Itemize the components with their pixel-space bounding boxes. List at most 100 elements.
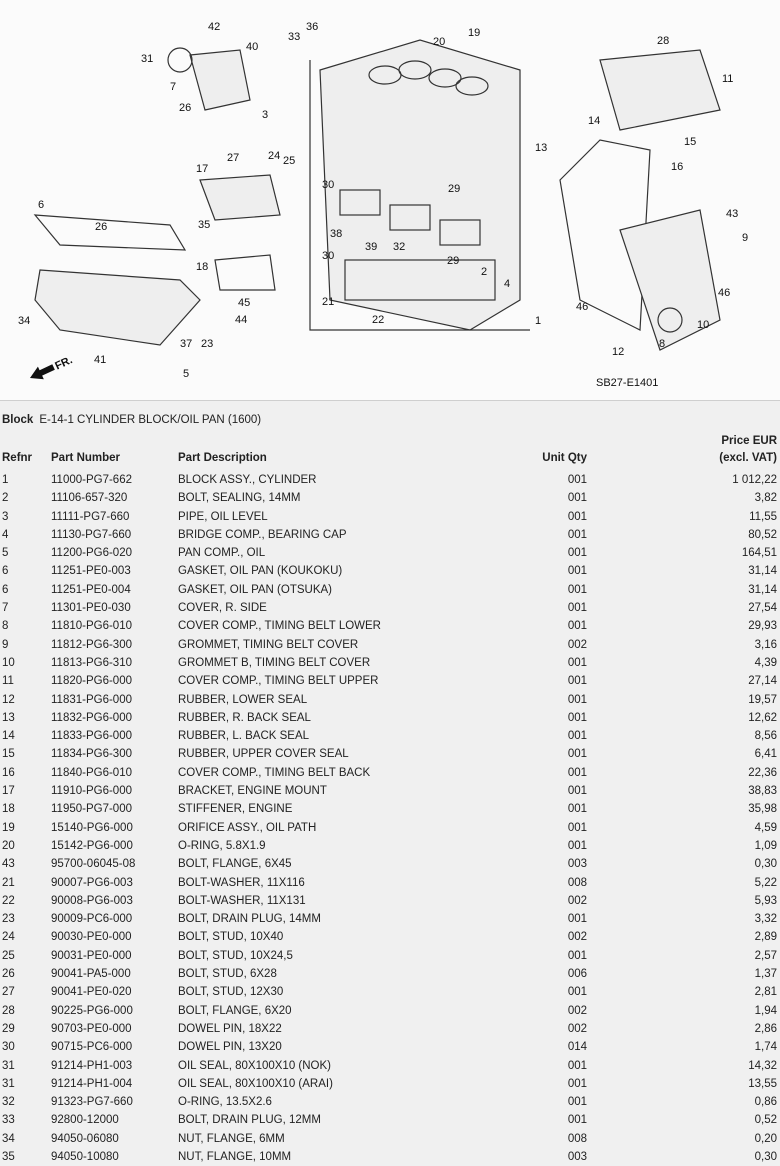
price-cell: 27,54: [748, 602, 777, 615]
callout-22[interactable]: 22: [372, 314, 384, 326]
callout-25[interactable]: 25: [283, 155, 295, 167]
callout-6[interactable]: 6: [38, 199, 44, 211]
callout-18[interactable]: 18: [196, 261, 208, 273]
callout-37[interactable]: 37: [180, 338, 192, 350]
refnr-cell: 13: [2, 711, 15, 724]
callout-1[interactable]: 1: [535, 315, 541, 327]
callout-35[interactable]: 35: [198, 219, 210, 231]
callout-39[interactable]: 39: [365, 241, 377, 253]
callout-30[interactable]: 30: [322, 250, 334, 262]
callout-14[interactable]: 14: [588, 115, 600, 127]
part-number-cell: 90703-PE0-000: [51, 1022, 132, 1035]
callout-27[interactable]: 27: [227, 152, 239, 164]
callout-42[interactable]: 42: [208, 21, 220, 33]
callout-31[interactable]: 31: [141, 53, 153, 65]
callout-29[interactable]: 29: [447, 255, 459, 267]
callout-17[interactable]: 17: [196, 163, 208, 175]
callout-44[interactable]: 44: [235, 314, 247, 326]
part-description-cell: BOLT, SEALING, 14MM: [178, 492, 301, 505]
callout-23[interactable]: 23: [201, 338, 213, 350]
callout-2[interactable]: 2: [481, 266, 487, 278]
callout-40[interactable]: 40: [246, 41, 258, 53]
callout-3[interactable]: 3: [262, 109, 268, 121]
callout-46[interactable]: 46: [576, 301, 588, 313]
refnr-cell: 16: [2, 766, 15, 779]
price-cell: 19,57: [748, 693, 777, 706]
price-cell: 3,16: [754, 638, 777, 651]
part-description-cell: DOWEL PIN, 13X20: [178, 1041, 282, 1054]
callout-26[interactable]: 26: [179, 102, 191, 114]
callout-11[interactable]: 11: [722, 73, 733, 85]
callout-16[interactable]: 16: [671, 161, 683, 173]
callout-8[interactable]: 8: [659, 338, 665, 350]
callout-5[interactable]: 5: [183, 368, 189, 380]
callout-12[interactable]: 12: [612, 346, 624, 358]
unit-qty-cell: 001: [567, 711, 587, 724]
callout-4[interactable]: 4: [504, 278, 510, 290]
callout-46[interactable]: 46: [718, 287, 730, 299]
callout-9[interactable]: 9: [742, 232, 748, 244]
refnr-cell: 24: [2, 931, 15, 944]
callout-19[interactable]: 19: [468, 27, 480, 39]
callout-20[interactable]: 20: [433, 36, 445, 48]
part-number-cell: 11301-PE0-030: [51, 602, 131, 615]
callout-26[interactable]: 26: [95, 221, 107, 233]
callout-29[interactable]: 29: [448, 183, 460, 195]
callout-32[interactable]: 32: [393, 241, 405, 253]
price-cell: 0,30: [754, 1150, 777, 1163]
callout-10[interactable]: 10: [697, 319, 709, 331]
callout-43[interactable]: 43: [726, 208, 738, 220]
callout-36[interactable]: 36: [306, 21, 318, 33]
callout-41[interactable]: 41: [94, 354, 106, 366]
callout-30[interactable]: 30: [322, 179, 334, 191]
callout-24[interactable]: 24: [268, 150, 280, 162]
callout-34[interactable]: 34: [18, 315, 30, 327]
callout-13[interactable]: 13: [535, 142, 547, 154]
callout-7[interactable]: 7: [170, 81, 176, 93]
callout-15[interactable]: 15: [684, 136, 696, 148]
callout-45[interactable]: 45: [238, 297, 250, 309]
callout-28[interactable]: 28: [657, 35, 669, 47]
callout-38[interactable]: 38: [330, 228, 342, 240]
callout-21[interactable]: 21: [322, 296, 334, 308]
callout-33[interactable]: 33: [288, 31, 300, 43]
